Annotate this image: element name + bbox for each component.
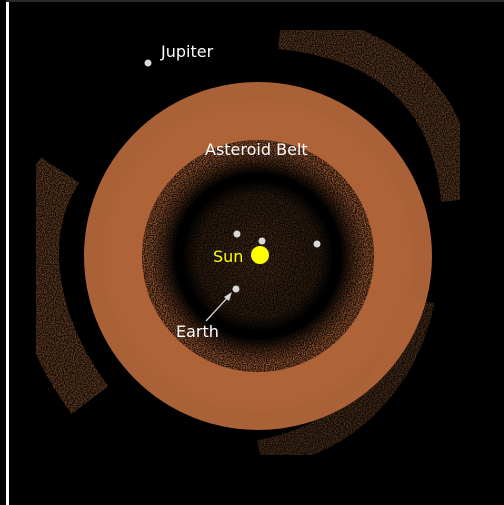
- earth-dot: [232, 285, 240, 293]
- asteroid-belt-label: Asteroid Belt: [205, 140, 308, 159]
- sun-label: Sun: [213, 247, 243, 266]
- planet-dot-upper: [258, 237, 266, 245]
- earth-label: Earth: [176, 322, 219, 341]
- jupiter-label: Jupiter: [160, 42, 214, 61]
- planet-dot-upper-left: [233, 230, 241, 238]
- planet-dot-right: [313, 240, 321, 248]
- frame-top-edge: [6, 0, 504, 2]
- sun-dot: [251, 246, 269, 264]
- jupiter-dot: [144, 59, 152, 67]
- asteroid-belt-core: [84, 82, 432, 430]
- earth-arrow: [205, 292, 232, 322]
- frame-left-edge: [6, 0, 9, 505]
